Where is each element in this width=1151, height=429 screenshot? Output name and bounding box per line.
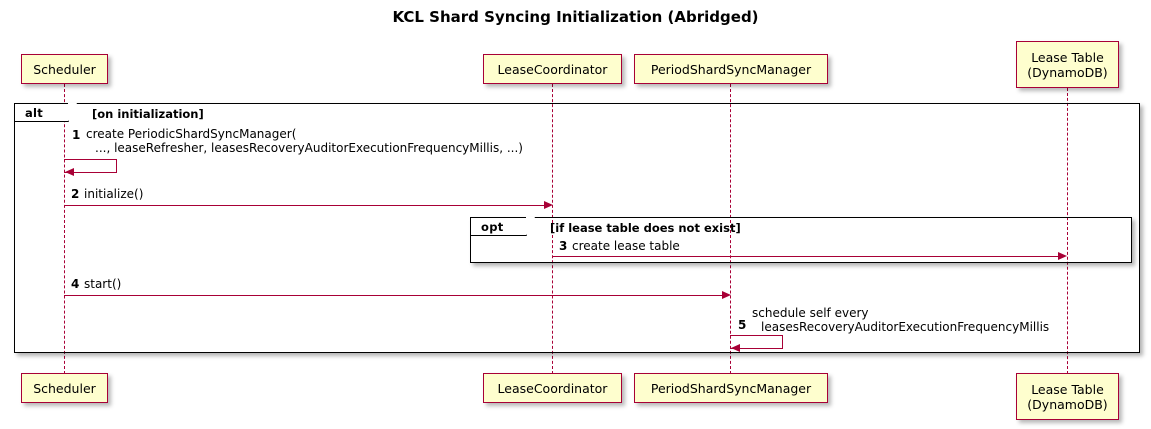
fragment-alt-condition: [on initialization] [92, 107, 204, 121]
fragment-opt-label: opt [471, 217, 535, 236]
participant-header-leasecoordinator[interactable]: LeaseCoordinator [483, 54, 622, 84]
lifeline-scheduler [64, 84, 65, 374]
participant-label: PeriodShardSyncManager [650, 61, 812, 77]
message-4-arrowhead [722, 291, 731, 299]
message-1-self-loop [64, 159, 117, 173]
message-1-arrowhead [65, 168, 74, 176]
message-2-text: 2 [71, 187, 79, 201]
message-3-line [552, 256, 1059, 257]
message-2-label: initialize() [84, 187, 144, 201]
message-5-text: 5 [738, 318, 746, 332]
message-4-label: start() [84, 277, 122, 291]
message-1-line1: create PeriodicShardSyncManager( [86, 127, 297, 141]
message-4-text: 4 [71, 277, 79, 291]
message-5-line2: leasesRecoveryAuditorExecutionFrequencyM… [761, 320, 1050, 334]
fragment-alt-label: alt [15, 103, 77, 122]
participant-label: Scheduler [33, 61, 96, 77]
participant-header-leasetable[interactable]: Lease Table (DynamoDB) [1016, 41, 1119, 88]
participant-header-periodshardsyncmanager[interactable]: PeriodShardSyncManager [634, 54, 828, 84]
message-3-label: create lease table [572, 239, 680, 253]
message-5-self-loop [730, 335, 783, 349]
participant-label-line1: Lease Table [1031, 381, 1104, 397]
message-1-number: 1 [72, 128, 81, 142]
participant-label-line1: Lease Table [1031, 49, 1104, 65]
lifeline-periodshardsyncmanager [730, 84, 731, 374]
fragment-opt [470, 217, 1132, 263]
message-3-text: 3 [559, 239, 567, 253]
message-2-number: 2 [71, 187, 80, 201]
message-5-line1: schedule self every [752, 306, 869, 320]
participant-label-line2: (DynamoDB) [1027, 64, 1108, 80]
fragment-alt [14, 103, 1140, 353]
message-3-arrowhead [1058, 252, 1067, 260]
diagram-title: KCL Shard Syncing Initialization (Abridg… [392, 8, 759, 26]
participant-label: PeriodShardSyncManager [650, 380, 812, 396]
message-5-number: 5 [738, 318, 747, 332]
lifeline-leasecoordinator [552, 84, 553, 374]
message-1-line2: ..., leaseRefresher, leasesRecoveryAudit… [95, 141, 523, 155]
message-4-line [64, 295, 722, 296]
fragment-opt-condition: [if lease table does not exist] [550, 221, 741, 235]
lifeline-leasetable [1067, 88, 1068, 374]
participant-label: LeaseCoordinator [497, 61, 608, 77]
message-2-line [64, 205, 544, 206]
participant-footer-leasetable[interactable]: Lease Table (DynamoDB) [1016, 373, 1119, 420]
participant-label: LeaseCoordinator [497, 380, 608, 396]
participant-footer-scheduler[interactable]: Scheduler [21, 373, 108, 403]
participant-label-line2: (DynamoDB) [1027, 396, 1108, 412]
message-4-number: 4 [71, 277, 80, 291]
participant-header-scheduler[interactable]: Scheduler [21, 54, 108, 84]
message-1-text: 1 [72, 128, 80, 142]
participant-footer-periodshardsyncmanager[interactable]: PeriodShardSyncManager [634, 373, 828, 403]
message-5-arrowhead [731, 344, 740, 352]
participant-label: Scheduler [33, 380, 96, 396]
participant-footer-leasecoordinator[interactable]: LeaseCoordinator [483, 373, 622, 403]
message-2-arrowhead [544, 201, 553, 209]
message-3-number: 3 [559, 239, 568, 253]
